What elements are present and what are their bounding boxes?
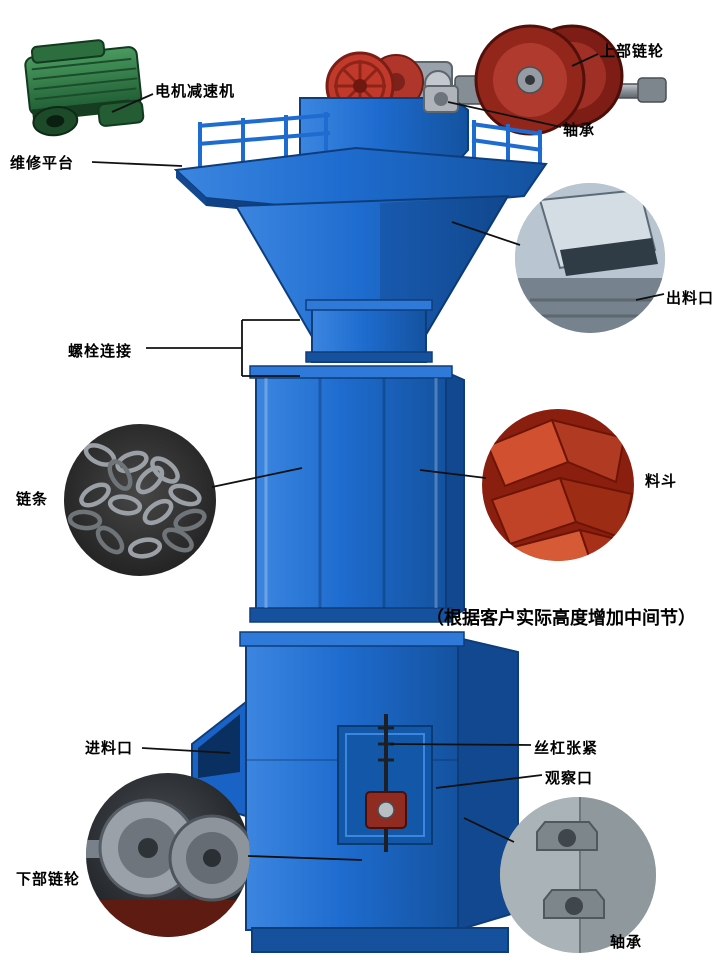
label-middle-section-note: （根据客户实际高度增加中间节） [426,608,696,628]
label-bearing-bottom: 轴承 [610,934,643,951]
label-bolt-connection: 螺栓连接 [68,343,133,360]
motor-reducer-photo [24,39,145,137]
label-screw-tensioner: 丝杠张紧 [534,740,599,757]
lower-sprocket-photo [86,773,250,937]
label-chain: 链条 [16,491,49,508]
chain-photo [64,424,216,576]
label-bearing-top: 轴承 [563,122,596,139]
label-feed-inlet: 进料口 [85,740,134,757]
label-discharge-outlet: 出料口 [666,290,715,307]
label-hopper: 料斗 [645,473,678,490]
discharge-outlet-photo [515,183,665,333]
label-motor-reducer: 电机减速机 [155,83,236,100]
label-lower-sprocket: 下部链轮 [16,871,81,888]
leader-lines [91,53,665,861]
hopper-photo [482,409,634,561]
label-upper-sprocket: 上部链轮 [600,43,665,60]
label-observation-port: 观察口 [545,770,594,787]
middle-casing [249,365,465,623]
label-maintenance-platform: 维修平台 [10,155,75,172]
elevator-head [173,51,548,363]
elevator-boot [191,631,519,953]
